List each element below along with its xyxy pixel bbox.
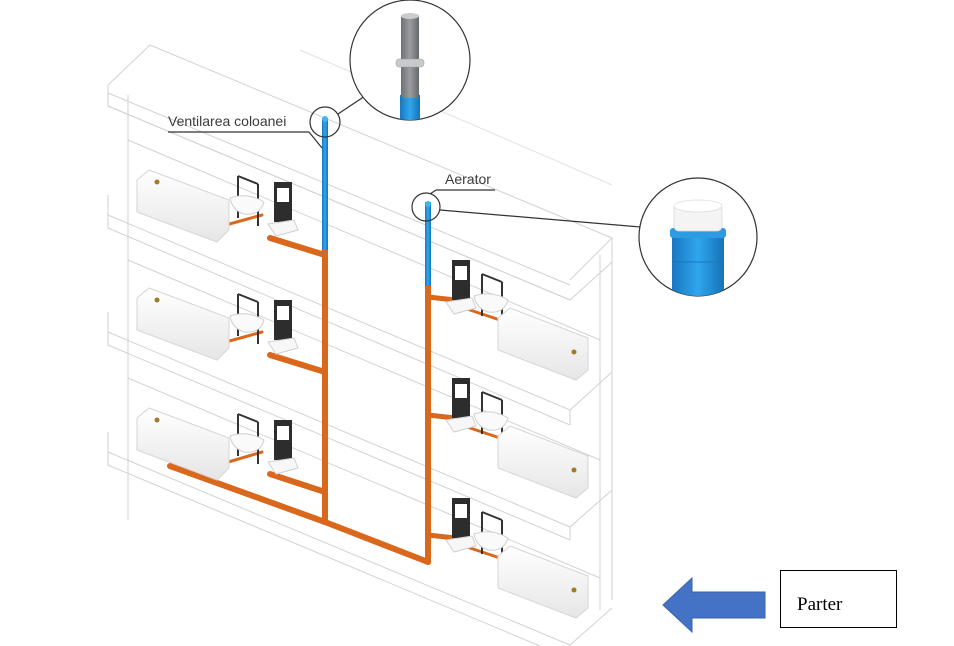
sink bbox=[229, 293, 265, 344]
floor-fixtures-left bbox=[136, 407, 299, 481]
floor-fixtures-left bbox=[136, 287, 299, 361]
stack-vent-pipe bbox=[322, 118, 328, 250]
bathtub bbox=[136, 407, 230, 481]
wall-toilet bbox=[445, 498, 477, 553]
bathtub bbox=[497, 545, 589, 619]
sink bbox=[473, 273, 509, 324]
wall-toilet bbox=[267, 420, 299, 475]
wall-toilet bbox=[267, 300, 299, 355]
aerator-marker bbox=[411, 192, 441, 222]
sink bbox=[229, 175, 265, 226]
vent-pipes bbox=[322, 116, 431, 286]
bathtub bbox=[136, 287, 230, 361]
arrow-left-icon bbox=[662, 576, 766, 634]
floor-fixtures-right bbox=[445, 498, 589, 619]
stack-vent-label: Ventilarea coloanei bbox=[168, 113, 286, 129]
aerator-label: Aerator bbox=[445, 171, 491, 187]
fixtures-left bbox=[136, 169, 299, 481]
floor-fixtures-left bbox=[136, 169, 299, 243]
ground-floor-label-box: Parter bbox=[780, 570, 897, 628]
wall-toilet bbox=[445, 378, 477, 433]
stack-vent-marker bbox=[309, 106, 341, 138]
aerator-pipe bbox=[425, 202, 431, 286]
bathtub bbox=[497, 307, 589, 381]
floor-fixtures-right bbox=[445, 260, 589, 381]
aerator-detail bbox=[638, 177, 758, 297]
sink bbox=[229, 413, 265, 464]
bathtub bbox=[136, 169, 230, 243]
floor-fixtures-right bbox=[445, 378, 589, 499]
ground-floor-label: Parter bbox=[797, 594, 843, 615]
wall-toilet bbox=[445, 260, 477, 315]
stack-vent-callout: Ventilarea coloanei bbox=[168, 0, 471, 149]
fixtures-right bbox=[445, 260, 589, 619]
sink bbox=[473, 511, 509, 562]
bathtub bbox=[497, 425, 589, 499]
drain-pipes bbox=[167, 213, 502, 565]
wall-toilet bbox=[267, 182, 299, 237]
stack-vent-detail bbox=[349, 0, 471, 121]
aerator-callout: Aerator bbox=[411, 171, 758, 297]
